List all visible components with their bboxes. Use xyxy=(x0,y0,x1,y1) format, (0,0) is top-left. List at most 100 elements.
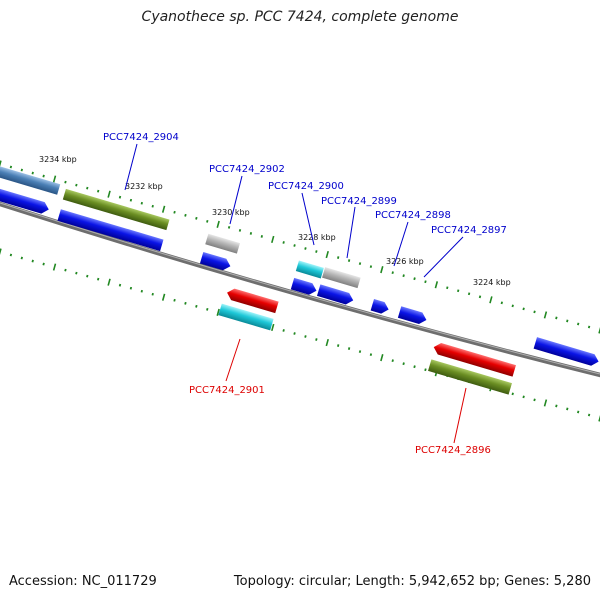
minus-strand-outer-genes xyxy=(218,303,512,395)
genome-summary-text: Topology: circular; Length: 5,942,652 bp… xyxy=(233,574,591,589)
label-pcc7424-2897[interactable]: PCC7424_2897 xyxy=(431,225,507,236)
upper-minor-tick xyxy=(206,219,209,223)
gene-blue-plus-2[interactable] xyxy=(57,209,164,252)
upper-minor-tick xyxy=(369,265,373,269)
gene-blue-plus-6[interactable] xyxy=(533,337,600,367)
gene-steel-plus[interactable] xyxy=(0,164,61,195)
upper-minor-tick xyxy=(118,195,122,199)
upper-major-tick xyxy=(161,205,166,213)
lower-major-tick xyxy=(107,278,111,286)
lower-minor-tick xyxy=(533,398,536,402)
lower-minor-tick xyxy=(118,283,122,287)
upper-major-tick xyxy=(0,160,2,168)
upper-minor-tick xyxy=(500,301,504,305)
upper-minor-tick xyxy=(446,286,449,290)
upper-minor-tick xyxy=(391,271,394,275)
upper-minor-tick xyxy=(304,247,307,250)
lower-minor-tick xyxy=(75,271,78,275)
label-leaders xyxy=(124,143,467,444)
label-pcc7424-2900[interactable]: PCC7424_2900 xyxy=(268,181,344,192)
gene-pcc7424-2896[interactable] xyxy=(428,359,512,395)
gene-pcc7424-2901[interactable] xyxy=(218,303,274,331)
upper-minor-tick xyxy=(64,180,67,184)
upper-major-tick xyxy=(271,235,275,244)
label-pcc7424-2898[interactable]: PCC7424_2898 xyxy=(375,210,451,221)
lower-minor-tick xyxy=(206,307,209,311)
upper-minor-tick xyxy=(173,210,176,214)
lower-major-tick xyxy=(543,399,548,407)
gene-blue-plus-5[interactable] xyxy=(316,284,355,306)
upper-minor-tick xyxy=(533,310,536,314)
lower-minor-tick xyxy=(413,365,416,369)
scale-ticks-lower xyxy=(0,248,600,422)
upper-major-tick xyxy=(52,175,57,183)
upper-minor-tick xyxy=(249,232,253,235)
upper-major-tick xyxy=(489,296,493,304)
gene-pcc7424-2904[interactable] xyxy=(62,188,170,231)
upper-minor-tick xyxy=(511,304,514,308)
gene-pcc7424-2900[interactable] xyxy=(295,260,324,279)
scale-label-3232: 3232 kbp xyxy=(125,182,163,191)
gene-blue-plus-4[interactable] xyxy=(290,277,318,297)
lower-minor-tick xyxy=(282,329,285,332)
scale-ticks-upper xyxy=(0,160,600,334)
upper-major-tick xyxy=(325,250,329,259)
upper-major-tick xyxy=(598,326,600,334)
upper-major-tick xyxy=(380,266,384,274)
scale-label-3230: 3230 kbp xyxy=(212,208,250,217)
leader-2897 xyxy=(423,236,464,278)
upper-minor-tick xyxy=(86,186,89,190)
lower-major-tick xyxy=(161,293,166,301)
plus-strand-outer-genes xyxy=(0,164,361,289)
label-pcc7424-2899[interactable]: PCC7424_2899 xyxy=(321,196,397,207)
label-pcc7424-2896[interactable]: PCC7424_2896 xyxy=(415,445,491,456)
lower-minor-tick xyxy=(391,359,394,363)
leader-2899 xyxy=(346,206,356,259)
upper-minor-tick xyxy=(413,277,416,281)
lower-minor-tick xyxy=(20,256,24,260)
gene-blue-plus-3[interactable] xyxy=(199,251,232,272)
lower-minor-tick xyxy=(129,286,133,290)
upper-minor-tick xyxy=(402,274,405,278)
leader-2901 xyxy=(225,338,241,382)
label-pcc7424-2901[interactable]: PCC7424_2901 xyxy=(189,385,265,396)
genome-backbone-highlight xyxy=(0,202,600,375)
upper-minor-tick xyxy=(358,262,362,265)
upper-minor-tick xyxy=(31,171,34,175)
gene-blue-plus-1[interactable] xyxy=(0,186,50,216)
upper-minor-tick xyxy=(566,319,569,323)
label-pcc7424-2902[interactable]: PCC7424_2902 xyxy=(209,164,285,175)
gene-pcc7424-2898[interactable] xyxy=(370,298,391,315)
scale-labels: 3234 kbp 3232 kbp 3230 kbp 3228 kbp 3226… xyxy=(39,155,511,287)
plus-strand-inner-genes xyxy=(0,186,600,367)
lower-minor-tick xyxy=(64,268,67,272)
upper-major-tick xyxy=(216,220,220,228)
gene-pcc7424-2902[interactable] xyxy=(205,233,241,254)
upper-minor-tick xyxy=(293,244,296,247)
upper-minor-tick xyxy=(227,225,231,229)
lower-minor-tick xyxy=(96,277,100,281)
upper-minor-tick xyxy=(260,235,264,238)
lower-minor-tick xyxy=(184,301,187,305)
upper-minor-tick xyxy=(478,295,482,299)
lower-minor-tick xyxy=(576,410,580,414)
upper-minor-tick xyxy=(424,280,427,284)
upper-minor-tick xyxy=(587,325,591,329)
lower-major-tick xyxy=(52,263,57,271)
lower-minor-tick xyxy=(369,353,373,357)
label-pcc7424-2904[interactable]: PCC7424_2904 xyxy=(103,132,179,143)
gene-pcc7424-2899[interactable] xyxy=(322,267,361,289)
lower-major-tick xyxy=(380,354,384,362)
lower-major-tick xyxy=(325,338,329,347)
gene-red-minus-1[interactable] xyxy=(225,287,279,314)
gene-red-minus-2[interactable] xyxy=(432,341,516,377)
upper-major-tick xyxy=(107,190,111,198)
lower-minor-tick xyxy=(511,392,514,396)
upper-major-tick xyxy=(543,311,548,319)
lower-minor-tick xyxy=(86,274,89,278)
upper-minor-tick xyxy=(42,174,45,178)
lower-minor-tick xyxy=(151,292,154,296)
gene-pcc7424-2897[interactable] xyxy=(397,306,428,325)
upper-minor-tick xyxy=(9,165,13,169)
